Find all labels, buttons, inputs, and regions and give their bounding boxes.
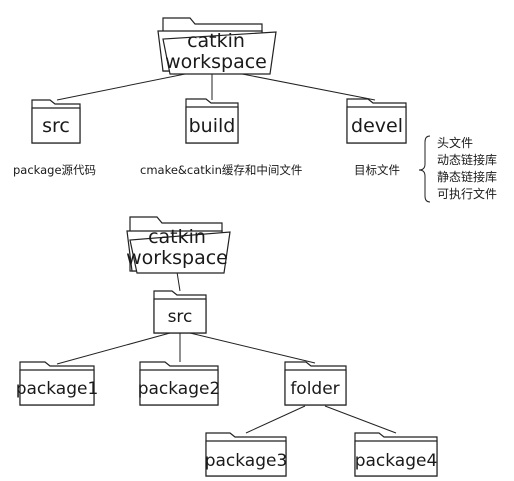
devel-item-1: 动态链接库	[437, 152, 497, 167]
edge-ws2-src	[176, 271, 181, 292]
edge-folder-package4	[324, 405, 397, 434]
folder-devel-label: devel	[351, 115, 403, 137]
folder-build-label: build	[189, 115, 236, 137]
folder-src-1: src	[31, 99, 81, 144]
folder-src2-label: src	[168, 307, 193, 327]
folder-package4: package4	[354, 432, 438, 477]
package1-label: package1	[16, 379, 99, 399]
caption-build: cmake&catkin缓存和中间文件	[140, 163, 302, 177]
workspace-label-1a: catkin	[187, 30, 245, 52]
brace	[418, 135, 431, 203]
edge-ws-src	[56, 71, 196, 101]
package4-label: package4	[355, 451, 438, 471]
package2-label: package2	[138, 379, 221, 399]
workspace-folder-2: catkin workspace	[126, 216, 231, 274]
folder-label: folder	[290, 379, 339, 399]
devel-item-3: 可执行文件	[437, 186, 497, 201]
caption-src: package源代码	[13, 163, 96, 177]
edge-src-folder	[189, 332, 316, 364]
folder-package3: package3	[205, 432, 288, 477]
folder-build: build	[185, 98, 239, 144]
workspace-label-2b: workspace	[126, 247, 228, 269]
workspace-label-2a: catkin	[148, 226, 206, 248]
edge-ws-devel	[231, 71, 376, 101]
package3-label: package3	[205, 451, 288, 471]
devel-item-0: 头文件	[437, 135, 473, 150]
folder-folder: folder	[284, 361, 347, 406]
caption-devel: 目标文件	[354, 163, 400, 177]
folder-src-label: src	[42, 115, 70, 137]
folder-src-2: src	[153, 290, 207, 334]
folder-package2: package2	[138, 361, 221, 406]
workspace-label-1b: workspace	[165, 51, 267, 73]
edge-src-package1	[56, 332, 171, 365]
workspace-folder-1: catkin workspace	[157, 17, 277, 75]
folder-devel: devel	[346, 98, 407, 144]
folder-package1: package1	[16, 361, 99, 406]
edge-folder-package3	[245, 405, 306, 434]
devel-item-2: 静态链接库	[437, 169, 497, 184]
